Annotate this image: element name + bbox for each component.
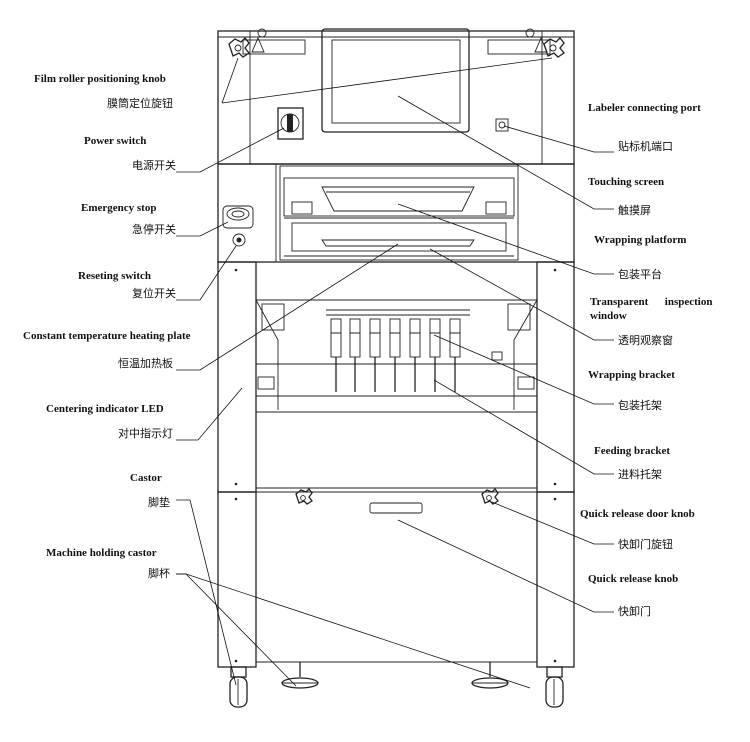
label-power-switch-zh: 电源开关	[132, 158, 176, 172]
door-knob-left	[295, 488, 313, 505]
reset-switch	[232, 233, 246, 247]
machine-drawing	[217, 28, 575, 708]
label-inspection-window-en1: Transparent inspection	[590, 296, 712, 308]
label-feeding-bracket-zh: 进料托架	[618, 467, 662, 481]
label-holding-castor-en: Machine holding castor	[46, 547, 157, 559]
film-roller-knob-left	[228, 37, 250, 58]
label-feeding-bracket-en: Feeding bracket	[594, 445, 670, 457]
frame	[217, 261, 575, 668]
labeler-port	[495, 118, 509, 132]
label-wrapping-platform-en: Wrapping platform	[594, 234, 686, 246]
label-wrapping-platform-zh: 包装平台	[618, 267, 662, 281]
castor-wheel-right	[545, 666, 564, 708]
label-reseting-switch-zh: 复位开关	[132, 286, 176, 300]
inspection-window	[255, 299, 538, 413]
label-touching-screen-en: Touching screen	[588, 176, 664, 188]
label-film-roller-knob-zh: 膜筒定位旋钮	[107, 96, 173, 110]
emergency-stop	[222, 205, 254, 229]
labels-left: Film roller positioning knob 膜筒定位旋钮 Powe…	[23, 73, 191, 580]
touch-screen	[321, 28, 470, 133]
label-release-knob-zh: 快卸门	[618, 604, 651, 618]
label-door-knob-zh: 快卸门旋钮	[618, 537, 673, 551]
label-centering-led-en: Centering indicator LED	[46, 403, 164, 415]
label-power-switch-en: Power switch	[84, 135, 146, 147]
label-reseting-switch-en: Reseting switch	[78, 270, 151, 282]
castor-wheel-left	[229, 666, 248, 708]
label-inspection-window-en2: window	[590, 310, 627, 322]
label-touching-screen-zh: 触摸屏	[618, 203, 651, 217]
label-labeler-port-en: Labeler connecting port	[588, 102, 701, 114]
top-panel	[217, 30, 575, 165]
label-castor-zh: 脚垫	[148, 495, 170, 509]
label-centering-led-zh: 对中指示灯	[118, 426, 173, 440]
feeding-brackets	[326, 309, 503, 392]
label-wrapping-bracket-en: Wrapping bracket	[588, 369, 675, 381]
label-heating-plate-en: Constant temperature heating plate	[23, 330, 191, 342]
label-inspection-window-zh: 透明观察窗	[618, 333, 673, 347]
label-castor-en: Castor	[130, 472, 162, 484]
labels-right: Labeler connecting port 贴标机端口 Touching s…	[580, 102, 712, 618]
film-roller-knob-right	[543, 37, 565, 58]
label-labeler-port-zh: 贴标机端口	[618, 139, 673, 153]
label-heating-plate-zh: 恒温加热板	[118, 356, 173, 370]
label-release-knob-en: Quick release knob	[588, 573, 678, 585]
label-emergency-stop-zh: 急停开关	[132, 222, 176, 236]
lower-door	[255, 411, 538, 663]
leader-lines	[176, 57, 614, 689]
label-film-roller-knob-en: Film roller positioning knob	[34, 73, 166, 85]
label-wrapping-bracket-zh: 包装托架	[618, 398, 662, 412]
label-emergency-stop-en: Emergency stop	[81, 202, 156, 214]
middle-section	[217, 163, 575, 263]
label-holding-castor-zh: 脚杯	[148, 566, 170, 580]
label-door-knob-en: Quick release door knob	[580, 508, 695, 520]
door-knob-right	[481, 488, 499, 505]
holding-castor-left	[281, 662, 319, 689]
power-switch	[277, 107, 304, 140]
holding-castor-right	[471, 662, 509, 689]
